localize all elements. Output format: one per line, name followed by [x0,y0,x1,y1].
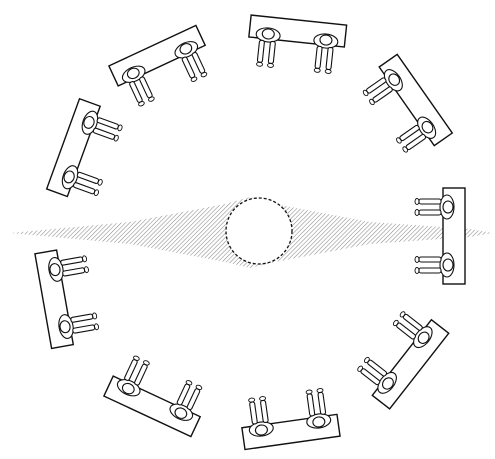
desk-bottom-left [104,351,212,437]
desk-upper-left [47,99,127,206]
desk-top-left [109,25,217,111]
desk-top-right [356,54,452,161]
desk-bottom [238,387,340,450]
seated-person [415,253,454,277]
desk-bottom-right [350,302,449,408]
seated-person [253,27,281,68]
seated-person [245,396,274,438]
center-circle [226,198,292,264]
seated-person [302,388,331,430]
desk-left [35,245,101,348]
seated-person [415,195,454,219]
desk-top [246,15,347,75]
seated-person [311,33,339,74]
